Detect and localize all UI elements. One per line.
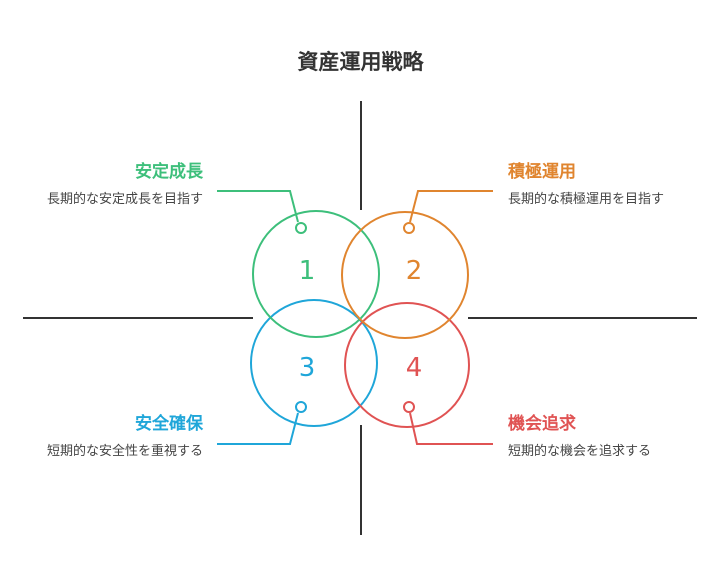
connector-1 (217, 190, 299, 223)
circle-1 (252, 210, 380, 338)
number-4: 4 (406, 353, 423, 383)
diagram-title: 資産運用戦略 (297, 50, 424, 74)
heading-3: 安全確保 (135, 414, 203, 434)
circle-4 (344, 302, 470, 428)
circle-2 (341, 211, 469, 339)
connector-3 (217, 412, 299, 445)
description-3: 短期的な安全性を重視する (46, 444, 203, 459)
connector-dot-3 (295, 401, 307, 413)
number-1: 1 (299, 256, 316, 286)
circle-3 (250, 299, 378, 427)
description-2: 長期的な積極運用を目指す (508, 192, 665, 207)
connector-dot-2 (403, 222, 415, 234)
number-3: 3 (299, 353, 316, 383)
description-4: 短期的な機会を追求する (508, 444, 652, 459)
connector-2 (409, 190, 493, 223)
heading-4: 機会追求 (508, 414, 576, 434)
connector-4 (409, 412, 493, 445)
number-2: 2 (406, 256, 423, 286)
connector-dot-4 (403, 401, 415, 413)
heading-1: 安定成長 (135, 162, 203, 182)
connector-dot-1 (295, 222, 307, 234)
heading-2: 積極運用 (508, 162, 576, 182)
description-1: 長期的な安定成長を目指す (46, 192, 203, 207)
